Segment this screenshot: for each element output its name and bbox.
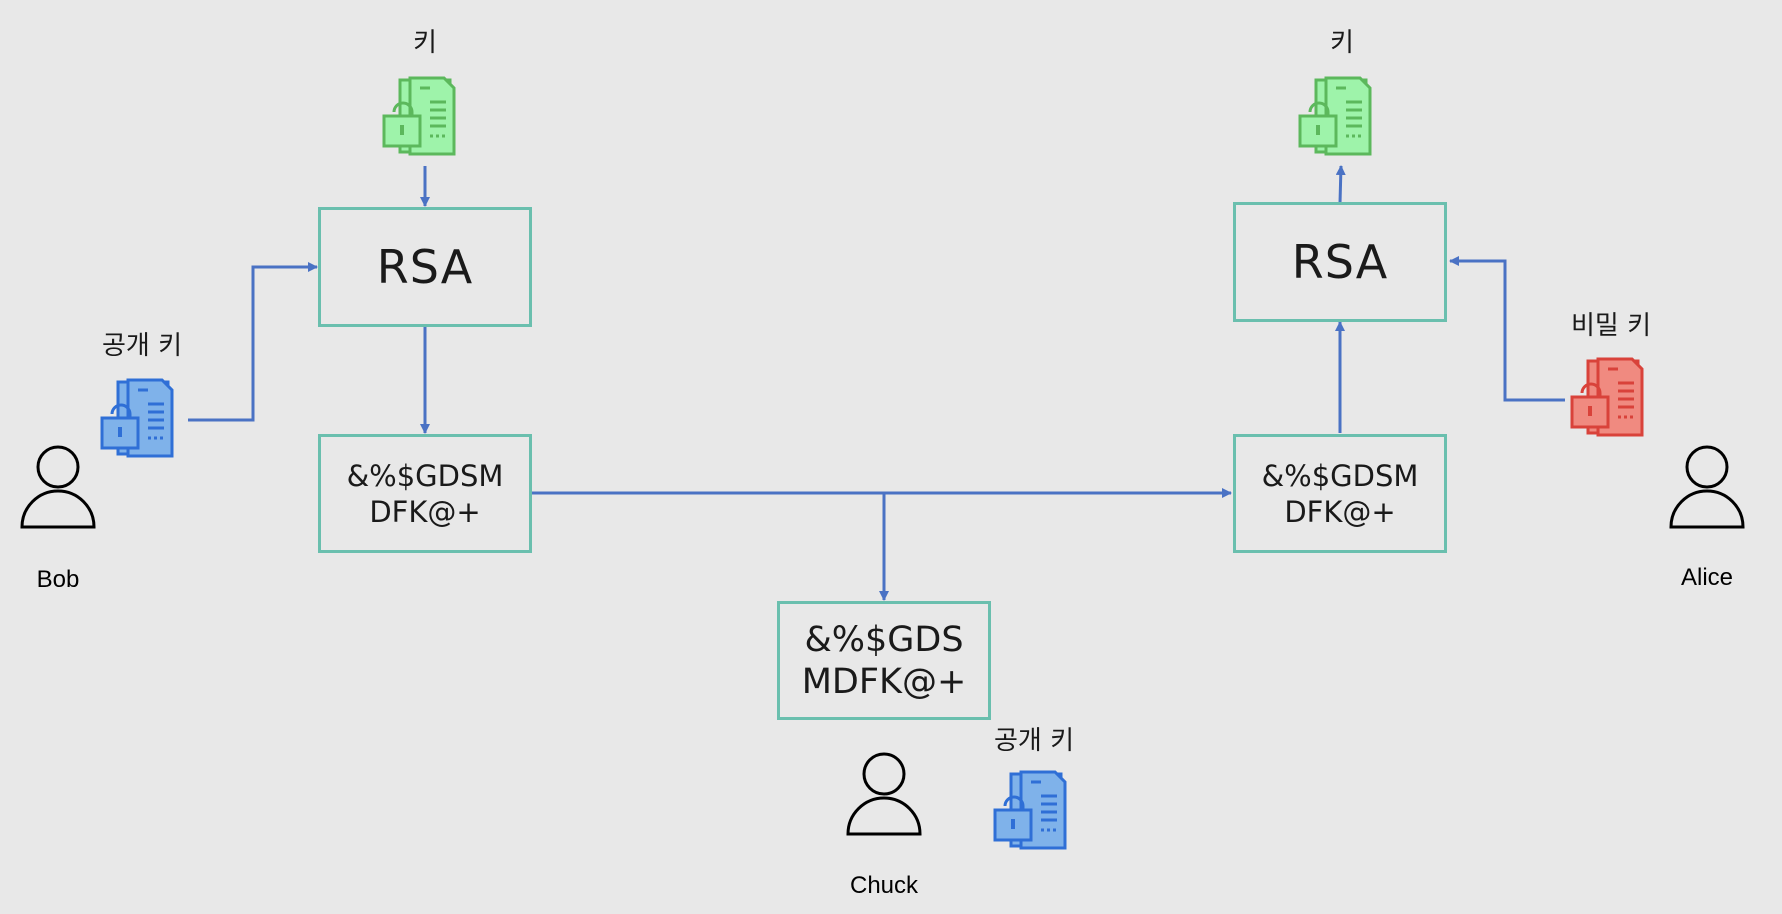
chuck-public-key-label: 공개 키 (993, 726, 1075, 756)
chuck-name: Chuck (849, 872, 919, 899)
left-key-document-icon (382, 76, 456, 156)
arrow-right-rsa-to-key (1335, 165, 1346, 204)
chuck-public-key-icon (993, 770, 1067, 850)
alice-private-key-label: 비밀 키 (1570, 311, 1652, 341)
left-ciphertext-text: &%$GDSM DFK@+ (346, 458, 504, 529)
right-rsa-text: RSA (1291, 235, 1389, 289)
left-rsa-box: RSA (318, 207, 532, 327)
right-rsa-box: RSA (1233, 202, 1447, 322)
bob-name: Bob (36, 566, 80, 593)
right-ciphertext-text: &%$GDSM DFK@+ (1261, 458, 1419, 529)
right-ciphertext-box: &%$GDSM DFK@+ (1233, 434, 1447, 553)
alice-private-key-icon (1570, 357, 1644, 437)
left-ciphertext-box: &%$GDSM DFK@+ (318, 434, 532, 553)
alice-person-icon (1669, 445, 1745, 529)
bob-public-key-label: 공개 키 (101, 331, 183, 361)
alice-name: Alice (1680, 564, 1734, 591)
chuck-ciphertext-box: &%$GDS MDFK@+ (777, 601, 991, 720)
left-rsa-text: RSA (376, 240, 474, 294)
right-key-document-icon (1298, 76, 1372, 156)
left-key-label: 키 (413, 28, 437, 58)
bob-public-key-icon (100, 378, 174, 458)
arrow-bob-key-to-left-rsa (188, 262, 318, 422)
chuck-ciphertext-text: &%$GDS MDFK@+ (801, 619, 967, 702)
right-key-label: 키 (1330, 28, 1354, 58)
chuck-person-icon (846, 752, 922, 836)
arrow-alice-key-to-right-rsa (1449, 256, 1565, 402)
bob-person-icon (20, 445, 96, 529)
